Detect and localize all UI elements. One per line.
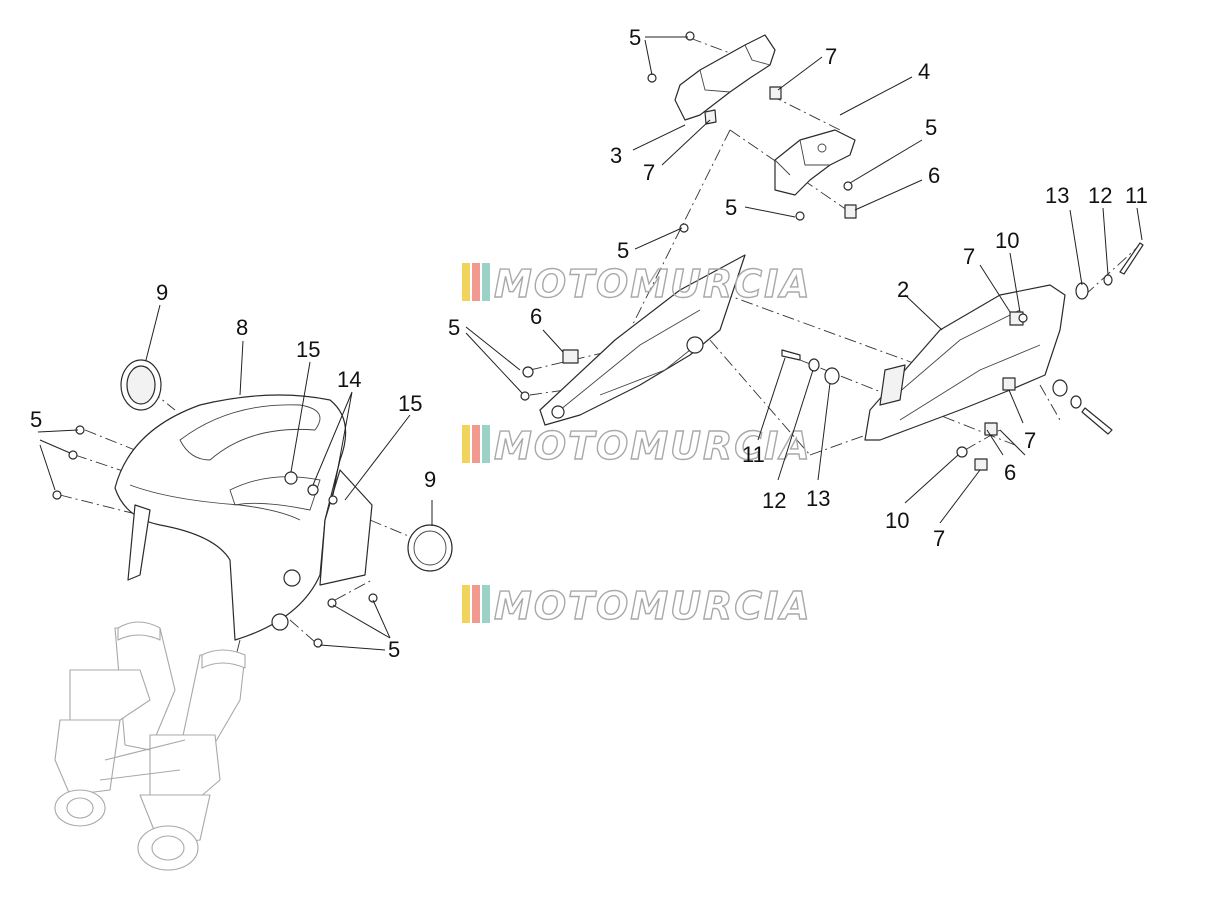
- callout-5: 5: [725, 195, 737, 220]
- reflector-9-right: [407, 524, 453, 572]
- callout-9: 9: [156, 280, 168, 305]
- plate-bracket-4: [774, 129, 856, 196]
- callout-5: 5: [448, 315, 460, 340]
- reflector-9-left: [120, 359, 162, 411]
- callout-14: 14: [337, 367, 361, 392]
- svg-text:MOTOMURCIA: MOTOMURCIA: [494, 424, 812, 468]
- callout-6: 6: [530, 304, 542, 329]
- callout-13: 13: [806, 486, 830, 511]
- side-panel-right-2: [864, 284, 1066, 441]
- callout-8: 8: [236, 315, 248, 340]
- watermark-1: MOTOMURCIA: [462, 261, 812, 307]
- callout-7: 7: [963, 244, 975, 269]
- callout-9: 9: [424, 467, 436, 492]
- callout-5: 5: [30, 407, 42, 432]
- callout-7: 7: [1024, 428, 1036, 453]
- callout-13: 13: [1045, 183, 1069, 208]
- callout-7: 7: [643, 160, 655, 185]
- callout-6: 6: [928, 163, 940, 188]
- callout-11: 11: [742, 442, 765, 467]
- svg-text:MOTOMURCIA: MOTOMURCIA: [494, 584, 812, 628]
- callout-numbers: 5 7 4 3 7 5 6 5 5 13 12 11 7 10 2 9 8 15…: [30, 25, 1148, 662]
- callout-5: 5: [925, 115, 937, 140]
- svg-text:MOTOMURCIA: MOTOMURCIA: [494, 262, 812, 306]
- callout-3: 3: [610, 143, 622, 168]
- callout-2: 2: [897, 277, 909, 302]
- callout-12: 12: [762, 488, 786, 513]
- callout-10: 10: [995, 228, 1019, 253]
- side-panel-left: [539, 254, 746, 426]
- callout-15: 15: [398, 391, 422, 416]
- callout-5: 5: [617, 238, 629, 263]
- callout-11: 11: [1125, 183, 1148, 208]
- watermark-2: MOTOMURCIA: [462, 423, 812, 469]
- top-bracket-3: [674, 34, 776, 125]
- callout-5: 5: [629, 25, 641, 50]
- callout-7: 7: [825, 44, 837, 69]
- leader-lines: [37, 36, 1143, 651]
- callout-15: 15: [296, 337, 320, 362]
- callout-6: 6: [1004, 460, 1016, 485]
- hardware: [52, 31, 1144, 648]
- front-mudguard: [114, 394, 373, 641]
- callout-7: 7: [933, 526, 945, 551]
- callout-4: 4: [918, 59, 930, 84]
- watermark-3: MOTOMURCIA: [462, 583, 812, 629]
- callout-12: 12: [1088, 183, 1112, 208]
- front-fork-ghost: [54, 621, 246, 871]
- callout-5: 5: [388, 637, 400, 662]
- callout-10: 10: [885, 508, 909, 533]
